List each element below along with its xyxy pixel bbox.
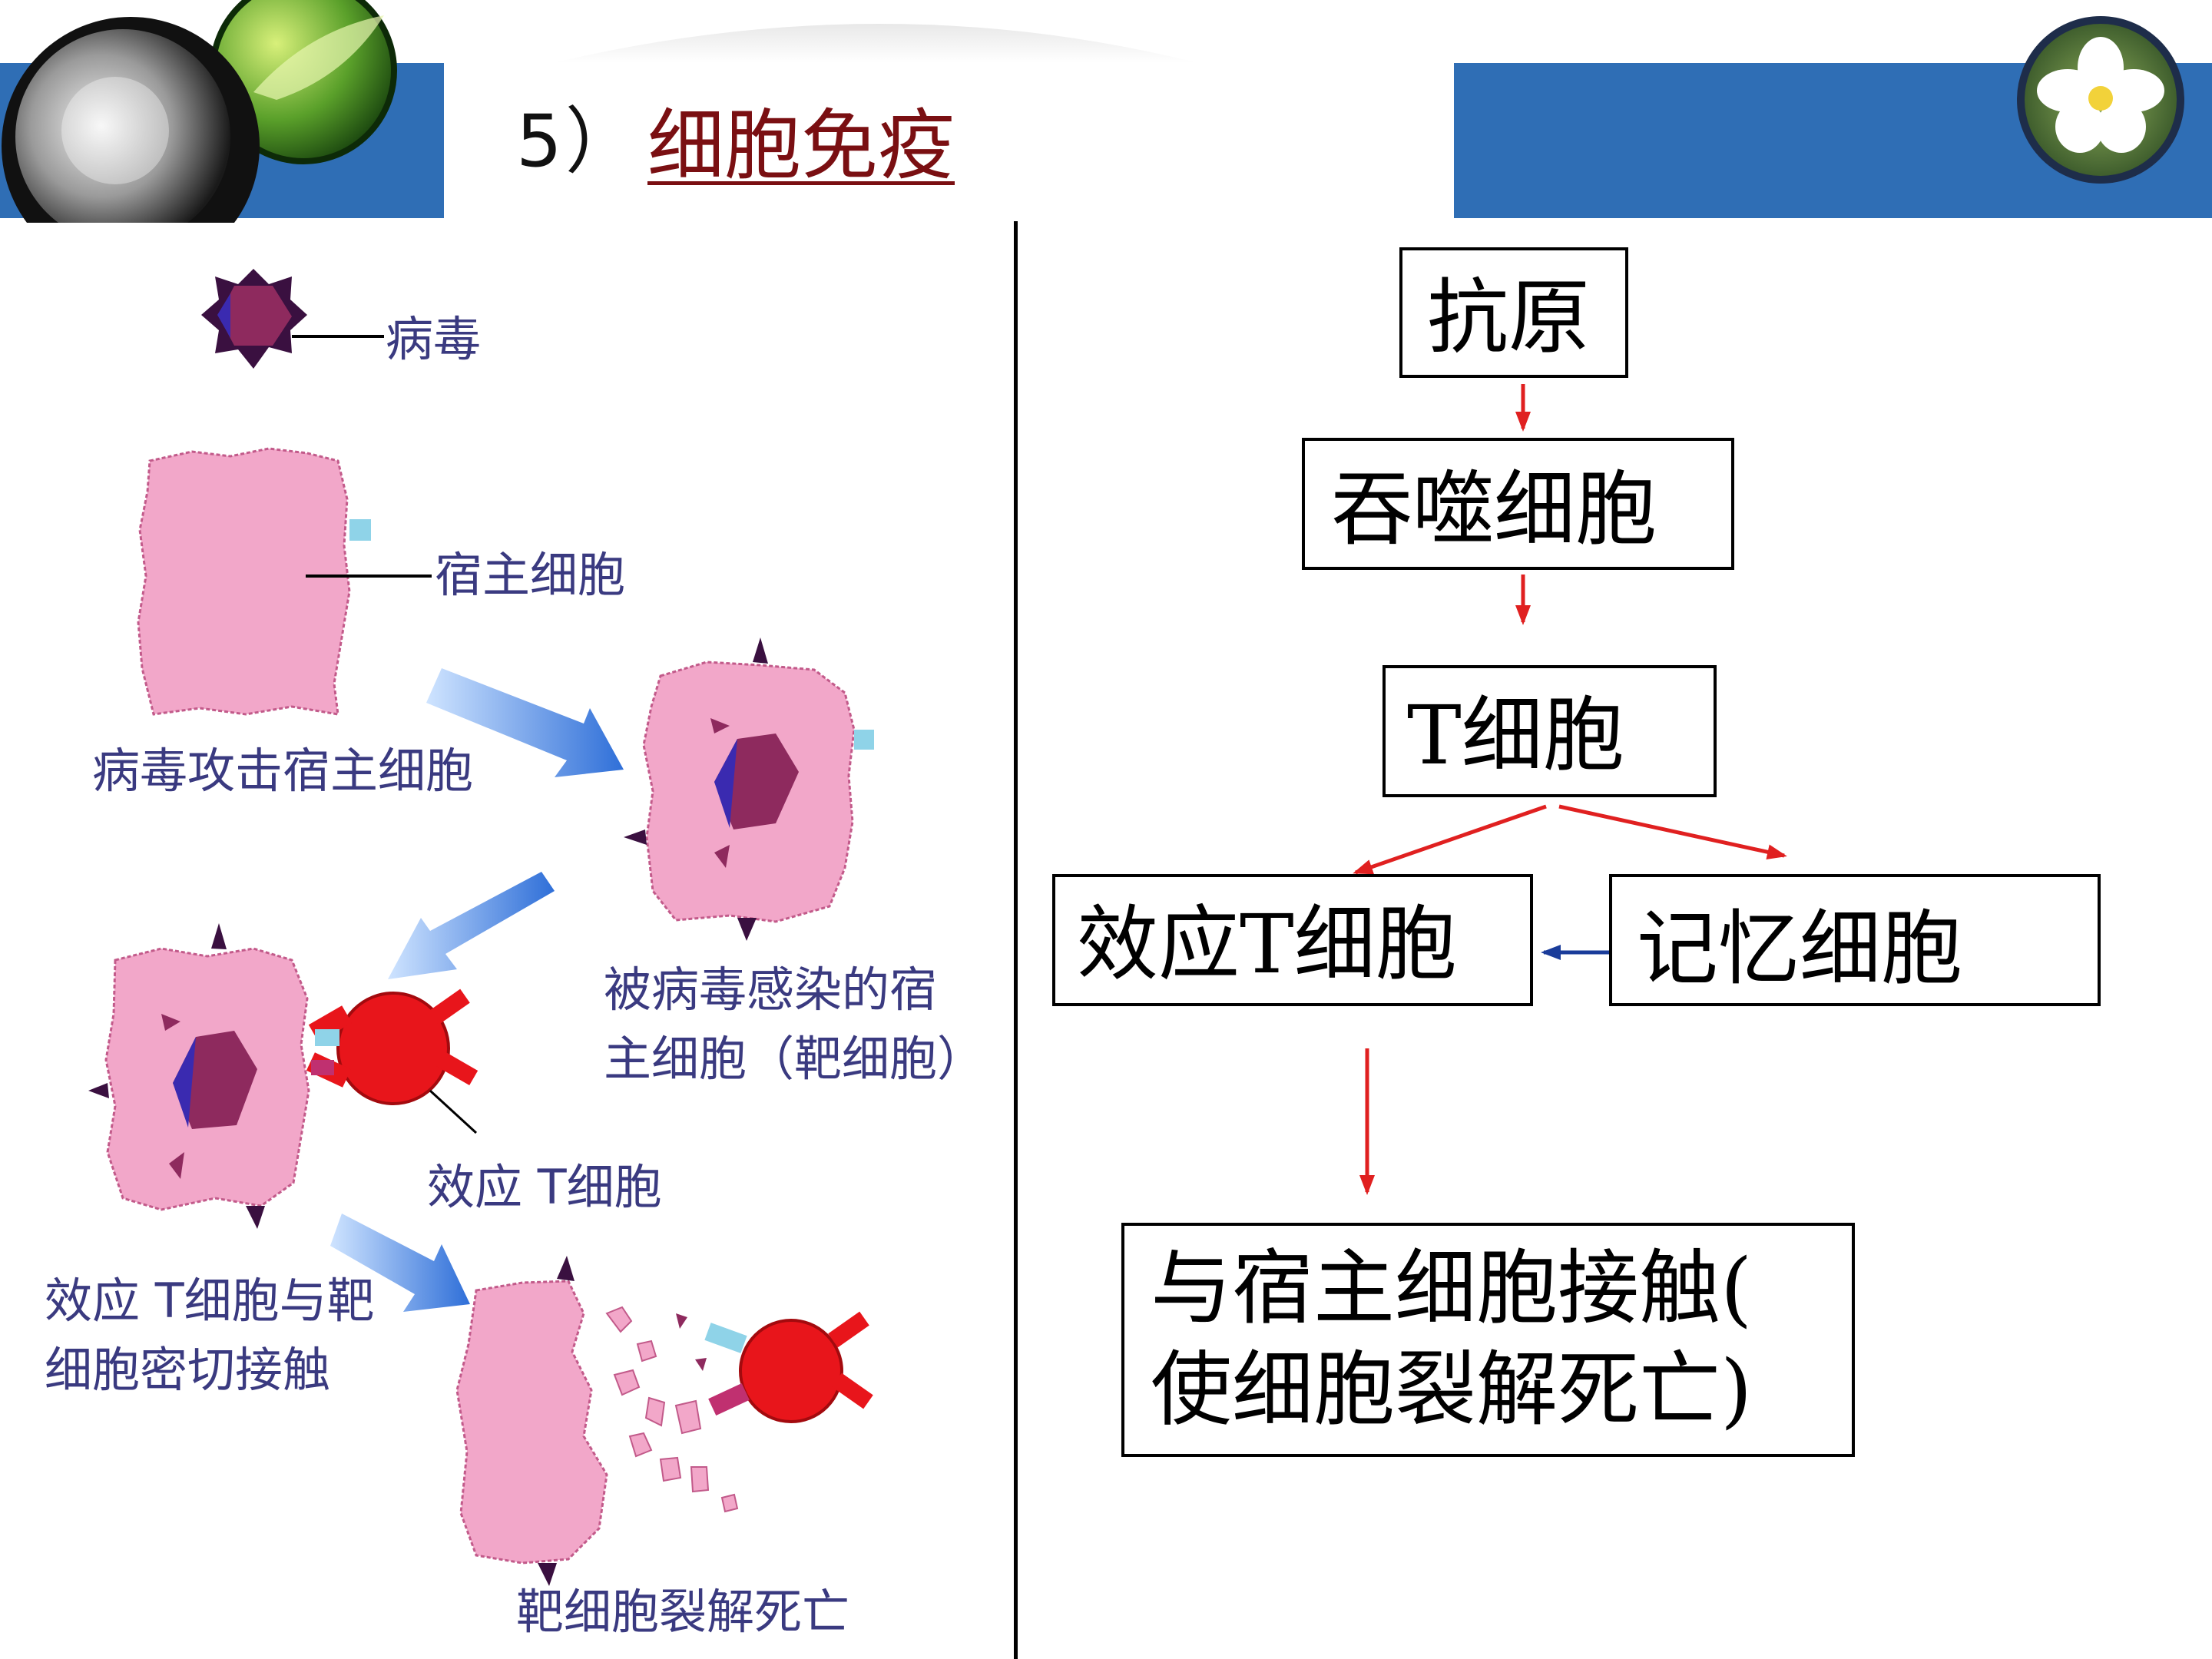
blue-arrow-icon xyxy=(330,1214,470,1312)
box-t-cell: T细胞 xyxy=(1382,665,1717,797)
label-infected-cell-1: 被病毒感染的宿 xyxy=(604,962,938,1018)
label-close-contact-2: 细胞密切接触 xyxy=(45,1342,331,1398)
box-effector-t-cell: 效应T细胞 xyxy=(1052,874,1533,1006)
effector-t-pointer xyxy=(429,1089,478,1134)
leaf-icon xyxy=(210,0,397,164)
infected-cell-icon xyxy=(624,637,874,941)
label-close-contact-1: 效应 T细胞与靶 xyxy=(45,1273,375,1329)
box-antigen-label: 抗原 xyxy=(1427,270,1590,365)
blue-arrow-icon xyxy=(388,872,555,979)
box-t-cell-label: T细胞 xyxy=(1407,688,1624,783)
cell-immunity-illustration xyxy=(88,269,874,1586)
flowchart-arrows xyxy=(1353,384,1787,1195)
box-contact-lysis-line2: 使细胞裂解死亡) xyxy=(1151,1343,1753,1437)
target-cell-icon xyxy=(88,923,310,1229)
dandelion-icon xyxy=(2,17,260,223)
label-virus-attack: 病毒攻击宿主细胞 xyxy=(92,743,474,799)
label-virus: 病毒 xyxy=(386,311,482,367)
label-effector-t-cell: 效应 T细胞 xyxy=(427,1159,662,1215)
lysed-cell-icon xyxy=(455,1256,739,1586)
label-infected-cell-2: 主细胞（靶细胞） xyxy=(604,1031,985,1087)
virus-icon xyxy=(201,269,307,369)
blue-arrow-icon xyxy=(426,668,624,777)
host-cell-icon xyxy=(137,447,371,716)
box-macrophage-label: 吞噬细胞 xyxy=(1331,462,1657,557)
effector-t-cell-icon xyxy=(704,1311,873,1423)
box-memory-cell: 记忆细胞 xyxy=(1609,874,2101,1006)
label-target-lysis: 靶细胞裂解死亡 xyxy=(516,1584,850,1640)
box-effector-t-cell-label: 效应T细胞 xyxy=(1077,897,1457,992)
box-contact-lysis-line1: 与宿主细胞接触( xyxy=(1151,1241,1753,1336)
label-host-cell: 宿主细胞 xyxy=(435,547,626,603)
slide-number: 5） xyxy=(516,100,641,184)
box-macrophage: 吞噬细胞 xyxy=(1302,438,1734,570)
slide-title: 细胞免疫 xyxy=(647,101,955,190)
box-antigen: 抗原 xyxy=(1399,247,1628,378)
arrow-t-cell-to-memory xyxy=(1558,804,1787,860)
flower-icon xyxy=(2017,16,2184,184)
arrow-t-cell-to-effector xyxy=(1353,804,1547,875)
column-divider xyxy=(1014,221,1018,1659)
box-memory-cell-label: 记忆细胞 xyxy=(1637,902,1962,996)
header-decoration xyxy=(0,0,2212,223)
box-contact-lysis: 与宿主细胞接触( 使细胞裂解死亡) xyxy=(1121,1223,1855,1457)
effector-t-cell-icon xyxy=(306,988,478,1105)
